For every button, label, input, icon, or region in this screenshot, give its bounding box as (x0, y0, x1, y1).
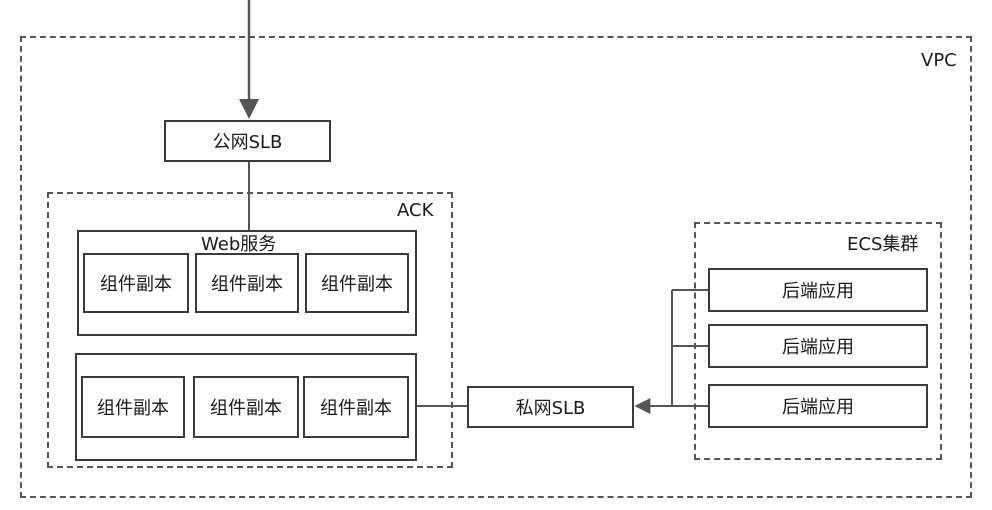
replica-label: 组件副本 (100, 274, 172, 295)
group2-replica-2[interactable]: 组件副本 (193, 376, 299, 438)
ecs-cluster-region (694, 222, 942, 460)
vpc-region (20, 36, 972, 498)
public-slb-label: 公网SLB (212, 132, 283, 153)
replica-label: 组件副本 (321, 274, 393, 295)
web-replica-3[interactable]: 组件副本 (305, 253, 409, 313)
group2-replica-1[interactable]: 组件副本 (81, 376, 185, 438)
private-slb-box[interactable]: 私网SLB (467, 386, 634, 428)
web-service-label: Web服务 (201, 234, 277, 255)
backend-app-3[interactable]: 后端应用 (708, 384, 928, 428)
replica-label: 组件副本 (97, 398, 169, 419)
replica-label: 组件副本 (320, 398, 392, 419)
ack-region (47, 192, 453, 468)
replica-label: 组件副本 (211, 274, 283, 295)
web-replica-2[interactable]: 组件副本 (195, 253, 299, 313)
public-slb-box[interactable]: 公网SLB (164, 120, 331, 162)
private-slb-label: 私网SLB (515, 398, 586, 419)
vpc-label: VPC (921, 50, 957, 71)
backend-app-1[interactable]: 后端应用 (708, 268, 928, 312)
backend-app-2[interactable]: 后端应用 (708, 324, 928, 368)
group2-replica-3[interactable]: 组件副本 (303, 376, 409, 438)
ecs-cluster-label: ECS集群 (847, 234, 919, 255)
replica-label: 组件副本 (210, 398, 282, 419)
backend-app-label: 后端应用 (782, 281, 854, 302)
ack-label: ACK (397, 200, 434, 221)
backend-app-label: 后端应用 (782, 397, 854, 418)
web-replica-1[interactable]: 组件副本 (83, 253, 189, 313)
backend-app-label: 后端应用 (782, 337, 854, 358)
